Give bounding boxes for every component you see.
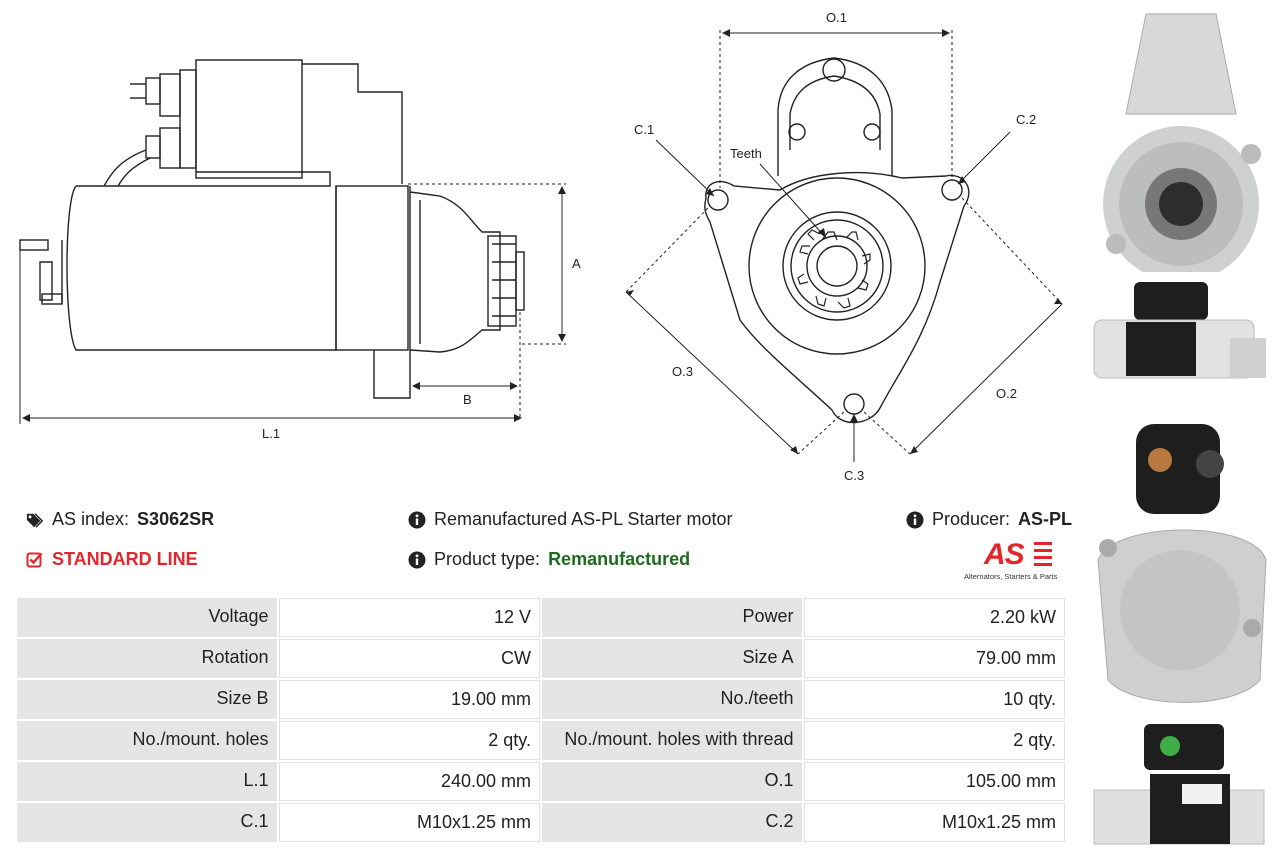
spec-value: 2 qty. [278,721,540,760]
spec-key: O.1 [541,762,802,801]
spec-key: No./mount. holes with thread [541,721,802,760]
label-c1: C.1 [634,122,654,137]
spec-key: C.1 [17,803,277,842]
spec-key: Power [541,598,802,637]
label-o2: O.2 [996,386,1017,401]
label-b: B [463,392,472,407]
description: Remanufactured AS-PL Starter motor [408,509,732,530]
spec-value: 79.00 mm [803,639,1065,678]
info-icon [408,551,426,568]
as-index: AS index: S3062SR [26,509,214,530]
label-o3: O.3 [672,364,693,379]
product-photo-front [1086,4,1272,282]
hole-c3 [843,393,865,415]
as-index-value: S3062SR [137,509,215,529]
label-o1: O.1 [826,10,847,25]
producer-label: Producer: [932,509,1011,529]
spec-key: Voltage [17,598,277,637]
solenoid [195,59,303,179]
label-c2: C.2 [1016,112,1036,127]
spec-value: 105.00 mm [803,762,1065,801]
product-photo-rear [1094,420,1272,710]
product-type-value: Remanufactured [548,549,691,569]
spec-value: 240.00 mm [278,762,540,801]
spec-value: M10x1.25 mm [803,803,1065,842]
spec-key: Size B [17,680,277,719]
hole-c1 [707,189,729,211]
spec-value: 2 qty. [803,721,1065,760]
spec-value: CW [278,639,540,678]
label-c3: C.3 [844,468,864,483]
product-type-label: Product type: [434,549,541,569]
description-text: Remanufactured AS-PL Starter motor [434,509,733,529]
front-view-drawing: O.1 C.1 C.2 Teeth O.3 O.2 C.3 [625,10,1063,483]
logo-tagline: Alternators, Starters & Parts [964,572,1058,581]
producer-value: AS-PL [1018,509,1073,529]
product-photo-side-bottom [1090,720,1272,856]
spec-value: 10 qty. [803,680,1065,719]
as-index-label: AS index: [52,509,130,529]
spec-value: 2.20 kW [803,598,1065,637]
producer: Producer: AS-PL [906,509,1072,530]
standard-line: STANDARD LINE [26,549,198,570]
info-icon [906,511,924,528]
standard-line-label: STANDARD LINE [52,549,198,569]
spec-key: No./teeth [541,680,802,719]
spec-value: M10x1.25 mm [278,803,540,842]
hole-c2 [941,179,963,201]
spec-key: C.2 [541,803,802,842]
as-pl-logo: AS Alternators, Starters & Parts [964,540,1068,584]
info-icon [408,511,426,528]
spec-value: 12 V [278,598,540,637]
spec-value: 19.00 mm [278,680,540,719]
product-photo-side-top [1090,278,1272,408]
label-a: A [572,256,581,271]
spec-key: Rotation [17,639,277,678]
spec-key: Size A [541,639,802,678]
spec-key: L.1 [17,762,277,801]
label-teeth: Teeth [730,146,762,161]
tags-icon [26,512,44,528]
product-type: Product type: Remanufactured [408,549,690,570]
logo-text: AS [984,538,1025,571]
side-view-drawing: A B L.1 [19,59,581,441]
label-l1: L.1 [262,426,280,441]
spec-key: No./mount. holes [17,721,277,760]
checkbox-icon [26,552,43,567]
